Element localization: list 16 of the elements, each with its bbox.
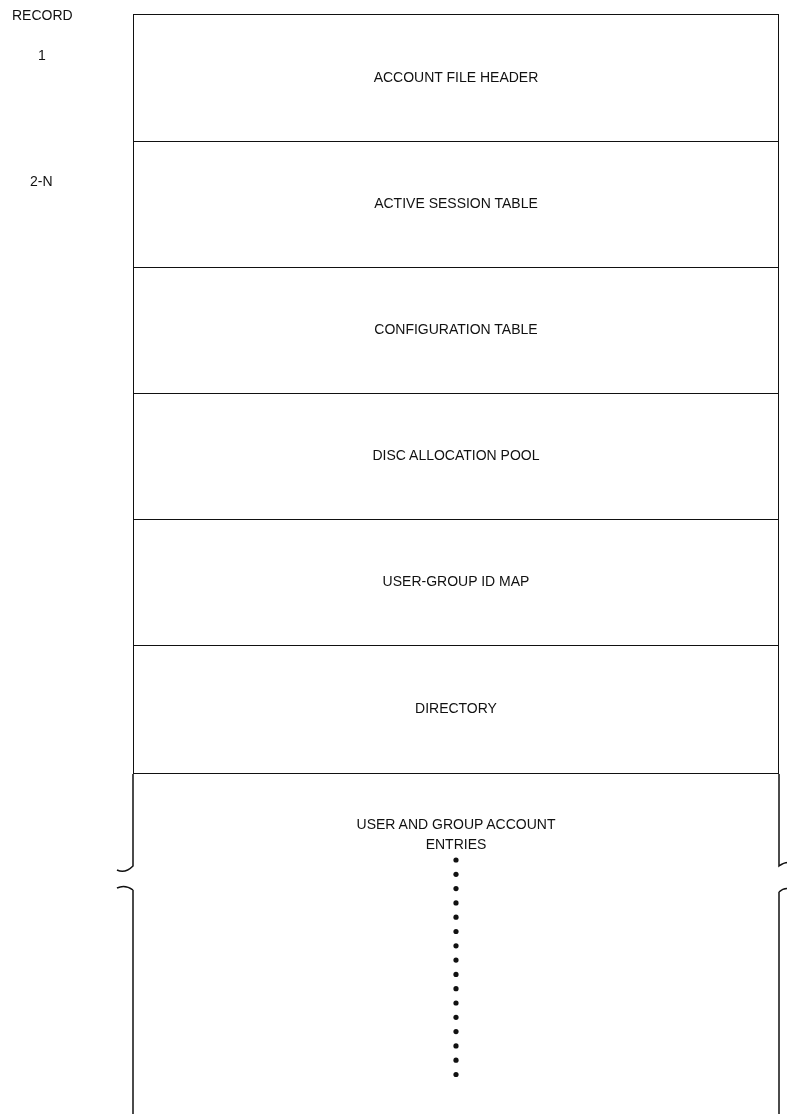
section-title: USER-GROUP ID MAP: [381, 572, 531, 591]
record-number: 2-N: [30, 173, 53, 189]
section-title: ACTIVE SESSION TABLE: [373, 194, 539, 213]
column-heading: RECORD: [12, 7, 73, 23]
table-section: [133, 393, 779, 521]
section-title: ACCOUNT FILE HEADER: [372, 67, 540, 87]
table-section: [133, 141, 779, 269]
table-section: [133, 267, 779, 395]
section-title: CONFIGURATION TABLE: [373, 320, 539, 339]
table-section: [133, 14, 779, 143]
section-title: DIRECTORY: [414, 699, 498, 718]
section-title: USER AND GROUP ACCOUNT ENTRIES: [355, 815, 557, 854]
table-section: [133, 519, 779, 647]
section-title: DISC ALLOCATION POOL: [371, 446, 541, 465]
table-section: [133, 645, 779, 775]
record-number: 1: [38, 47, 46, 63]
